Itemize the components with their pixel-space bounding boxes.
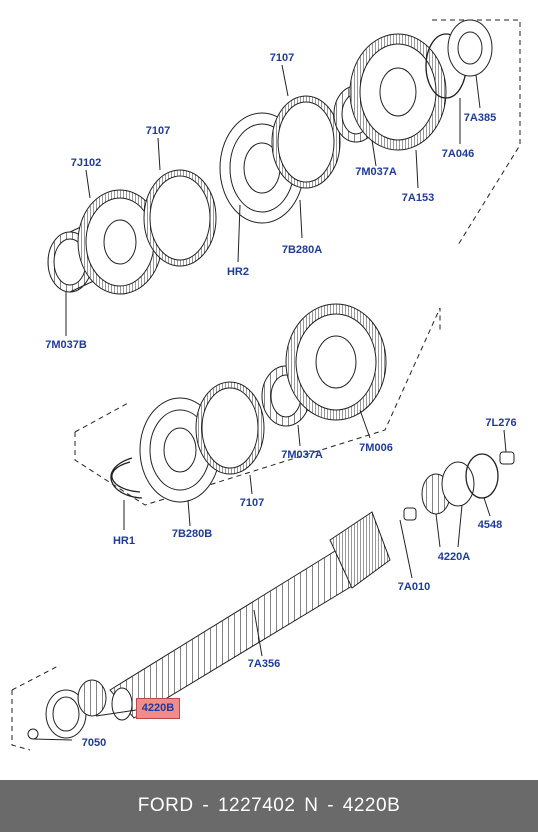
label-7M037A-top: 7M037A bbox=[355, 166, 397, 178]
label-7107-left: 7107 bbox=[145, 125, 171, 137]
label-7107-top: 7107 bbox=[269, 52, 295, 64]
label-7M006: 7M006 bbox=[359, 442, 393, 454]
label-4220A: 4220A bbox=[437, 551, 471, 563]
synchro-ring-7107-top bbox=[271, 95, 341, 189]
shaft-group-outline bbox=[11, 690, 31, 751]
exploded-parts-diagram bbox=[11, 19, 521, 751]
label-HR2: HR2 bbox=[226, 266, 250, 278]
part-7L276 bbox=[499, 451, 515, 465]
label-7107-mid: 7107 bbox=[239, 497, 265, 509]
bolt-7050 bbox=[27, 728, 39, 740]
label-HR1: HR1 bbox=[112, 535, 136, 547]
label-4220B-highlighted: 4220B bbox=[136, 698, 180, 719]
label-7J102: 7J102 bbox=[70, 157, 102, 169]
gear-7J102 bbox=[77, 189, 163, 295]
middle-group-outline bbox=[74, 307, 441, 506]
label-7A046: 7A046 bbox=[441, 148, 475, 160]
label-7B280A: 7B280A bbox=[281, 244, 323, 256]
label-7A385: 7A385 bbox=[463, 112, 497, 124]
plug-7A010 bbox=[403, 507, 417, 521]
synchro-ring-7107-mid bbox=[195, 381, 265, 475]
part-number-caption: FORD - 1227402 N - 4220B bbox=[137, 795, 401, 816]
label-7A153: 7A153 bbox=[401, 192, 435, 204]
synchro-ring-7107-left bbox=[143, 169, 217, 267]
main-shaft-7A356 bbox=[109, 511, 391, 721]
label-7A356: 7A356 bbox=[247, 658, 281, 670]
label-7M037A-mid: 7M037A bbox=[281, 449, 323, 461]
gear-7M006 bbox=[285, 303, 387, 421]
label-7M037B: 7M037B bbox=[45, 339, 87, 351]
gear-7A153 bbox=[349, 33, 447, 151]
snap-ring-HR1 bbox=[110, 457, 143, 499]
thrust-washer-7A385 bbox=[447, 19, 493, 77]
label-7L276: 7L276 bbox=[485, 417, 517, 429]
label-7050: 7050 bbox=[81, 737, 107, 749]
label-4548: 4548 bbox=[477, 519, 503, 531]
ring-4548 bbox=[465, 453, 499, 499]
footer-bar: FORD - 1227402 N - 4220B bbox=[0, 780, 538, 832]
bearing-4220B bbox=[77, 679, 107, 717]
upper-group-outline bbox=[432, 19, 521, 246]
label-7A010: 7A010 bbox=[397, 581, 431, 593]
label-7B280B: 7B280B bbox=[171, 528, 213, 540]
